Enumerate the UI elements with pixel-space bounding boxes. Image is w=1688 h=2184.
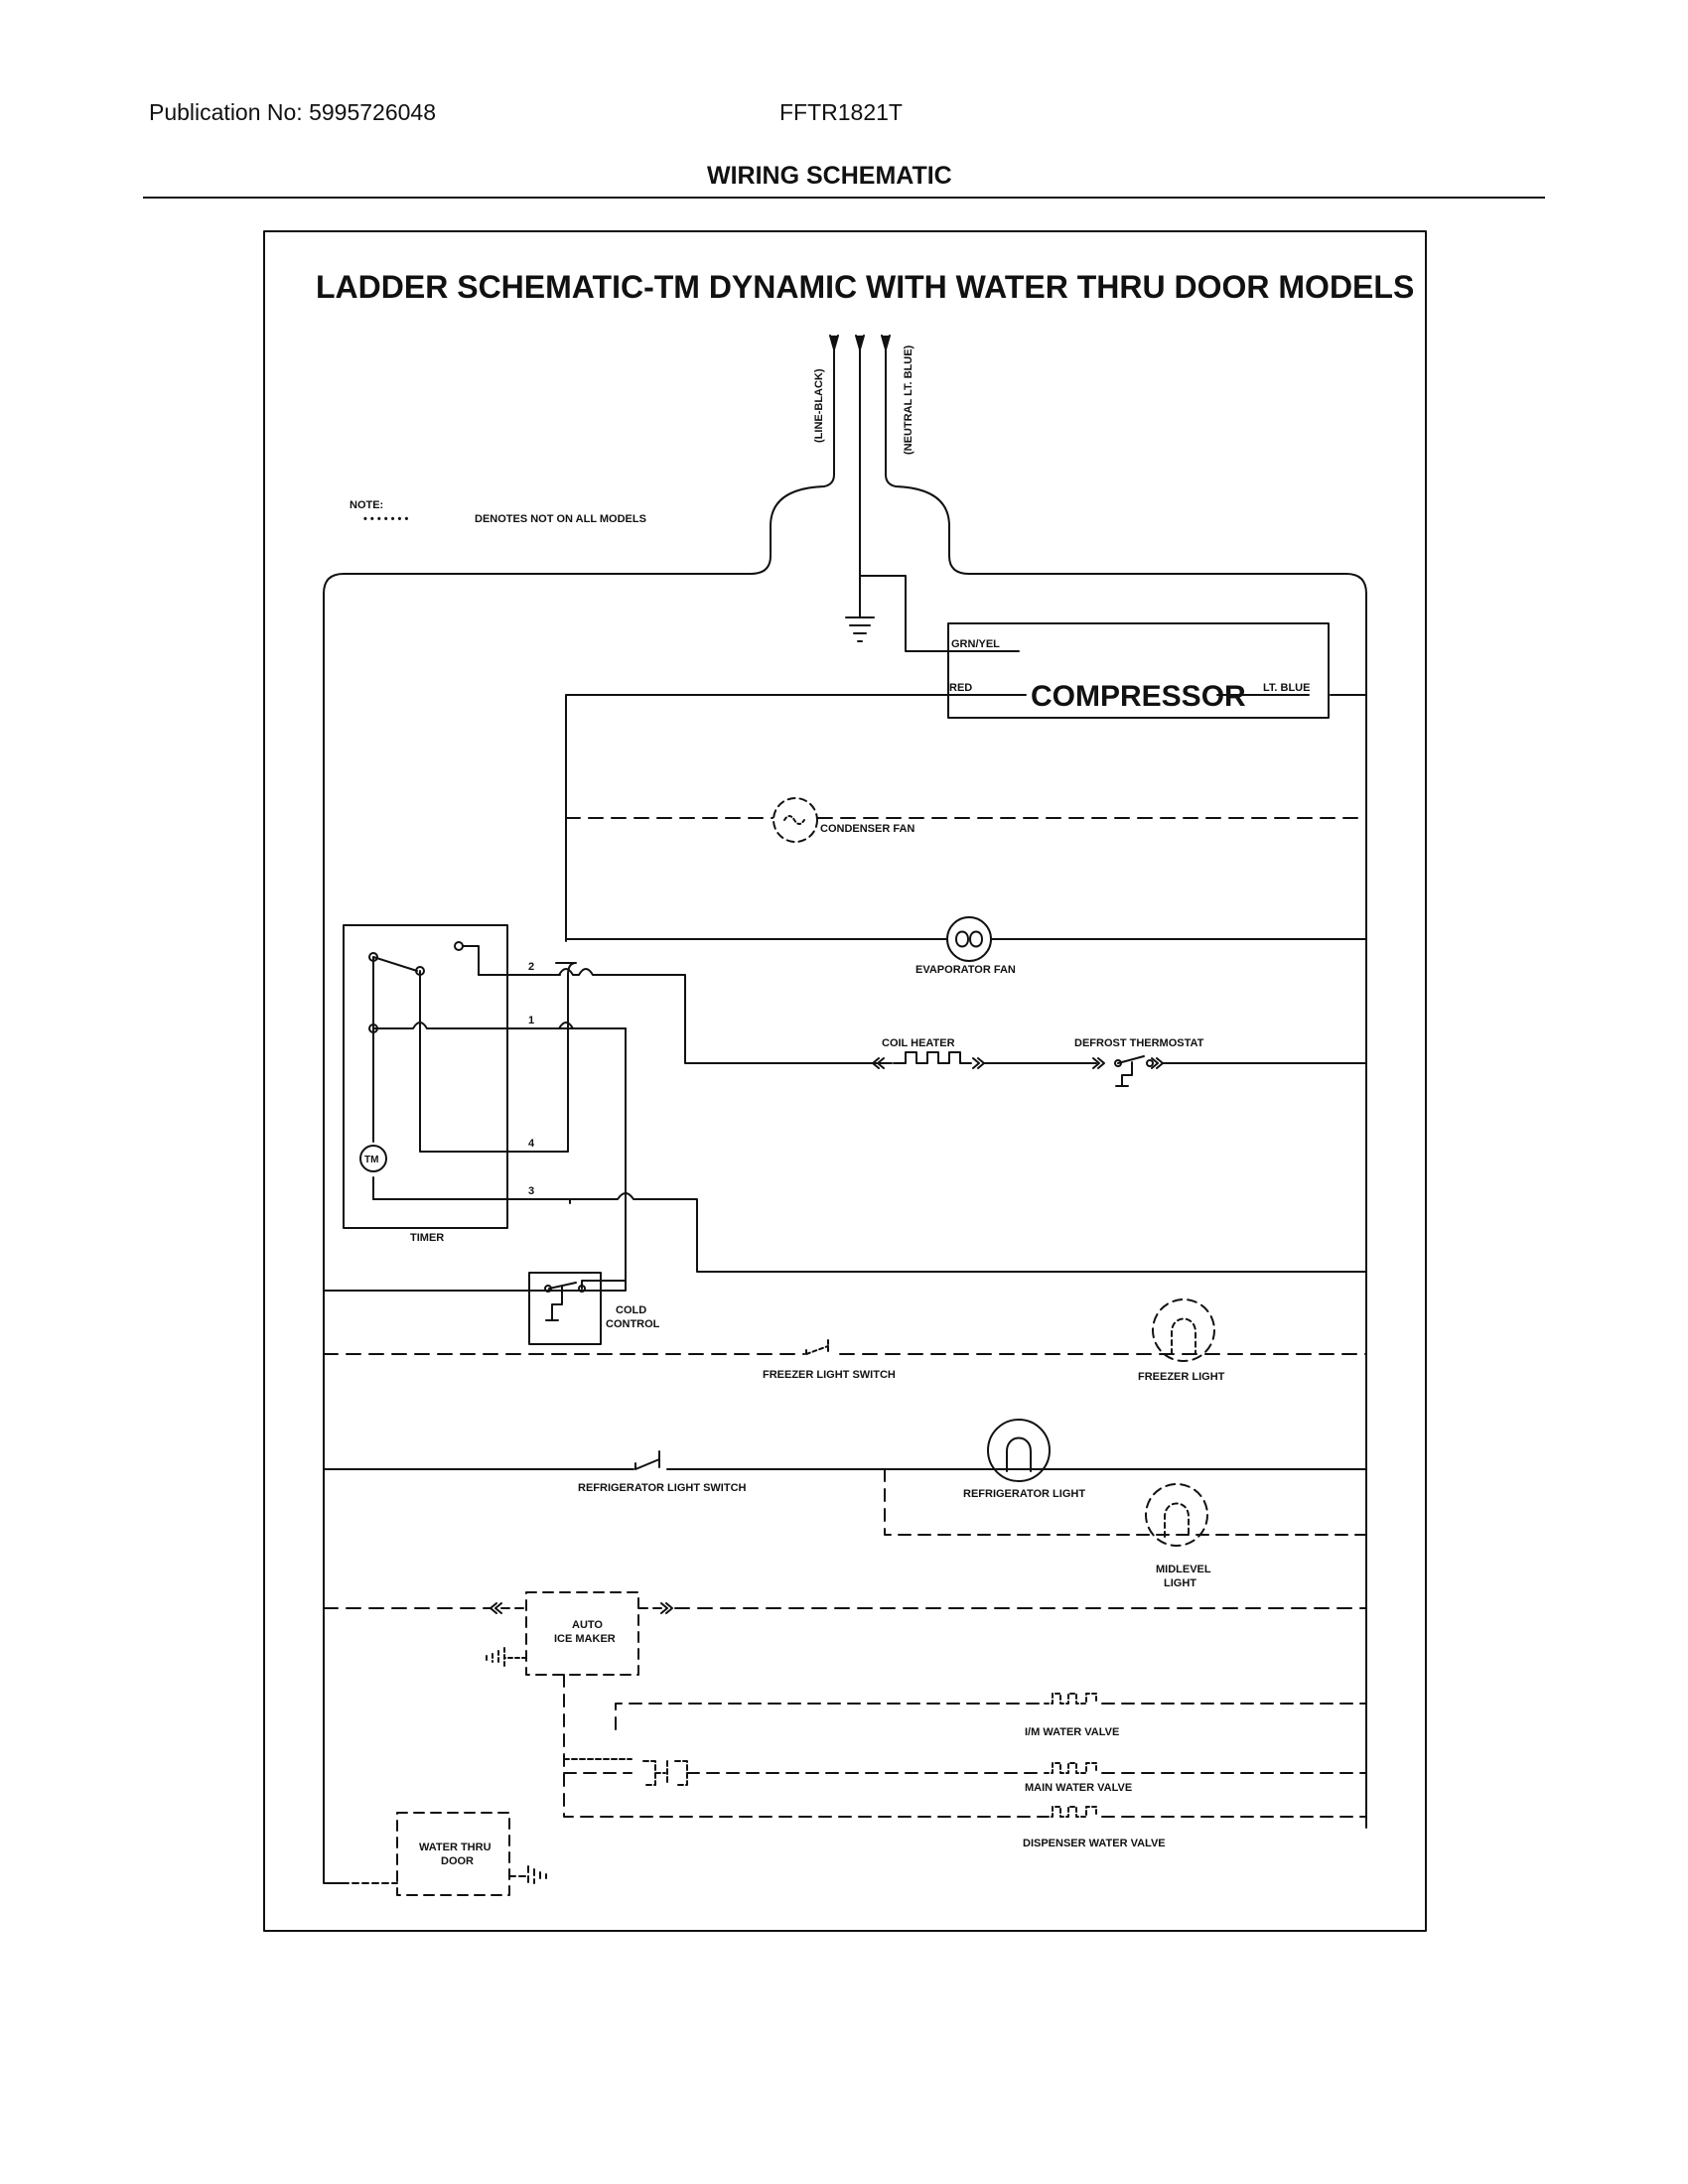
neutral-label: (NEUTRAL LT. BLUE) xyxy=(903,344,914,455)
red-label: RED xyxy=(949,682,972,694)
evaporator-fan-icon xyxy=(946,916,992,962)
cold-control-box xyxy=(528,1272,602,1345)
section-title: WIRING SCHEMATIC xyxy=(707,162,952,190)
timer-terminal-3: 3 xyxy=(528,1185,534,1197)
note-label: NOTE: xyxy=(350,499,383,511)
defrost-thermostat-icon xyxy=(1115,1055,1145,1087)
timer-terminal-2-wire xyxy=(478,968,883,1064)
im-water-valve-icon xyxy=(1044,1693,1097,1705)
defrost-thermostat-label: DEFROST THERMOSTAT xyxy=(1074,1037,1204,1049)
grn-yel-label: GRN/YEL xyxy=(951,638,1000,650)
condenser-fan-icon xyxy=(773,797,818,843)
compressor-box xyxy=(947,622,1330,719)
midlevel-light-icon xyxy=(1145,1483,1208,1547)
freezer-light-switch-icon xyxy=(805,1339,829,1355)
schematic-frame xyxy=(263,230,1427,1932)
timer-label: TIMER xyxy=(410,1232,444,1244)
water-thru-door-box xyxy=(396,1812,510,1896)
compressor-label: COMPRESSOR xyxy=(1031,680,1246,713)
timer-terminal-3-wire xyxy=(372,1192,1367,1273)
midlevel-light-wire xyxy=(884,1468,1367,1536)
dispenser-water-valve-icon xyxy=(1044,1806,1097,1818)
freezer-light-icon xyxy=(1152,1298,1215,1362)
timer-terminal-2: 2 xyxy=(528,961,534,973)
ice-maker-label-2: ICE MAKER xyxy=(554,1633,616,1645)
main-water-valve-label: MAIN WATER VALVE xyxy=(1025,1782,1132,1794)
freezer-light-label: FREEZER LIGHT xyxy=(1138,1371,1225,1383)
timer-motor-label: TM xyxy=(364,1155,378,1165)
im-water-valve-label: I/M WATER VALVE xyxy=(1025,1726,1119,1738)
main-water-valve-icon xyxy=(1044,1762,1097,1774)
refrigerator-light-label: REFRIGERATOR LIGHT xyxy=(963,1488,1085,1500)
timer-box xyxy=(343,924,508,1229)
timer-motor-icon xyxy=(359,1145,387,1172)
ice-maker-box xyxy=(525,1591,639,1676)
publication-number: Publication No: 5995726048 xyxy=(149,99,437,125)
line-label: (LINE-BLACK) xyxy=(813,368,825,443)
neutral-bus xyxy=(885,348,1367,1829)
refrigerator-light-icon xyxy=(987,1419,1051,1482)
condenser-fan-label: CONDENSER FAN xyxy=(820,823,914,835)
cold-control-label-1: COLD xyxy=(616,1304,646,1316)
note-dots: • • • • • • • xyxy=(363,513,408,525)
diagram-title: LADDER SCHEMATIC-TM DYNAMIC WITH WATER T… xyxy=(316,269,1414,305)
connector-icon xyxy=(563,1758,688,1786)
coil-heater-label: COIL HEATER xyxy=(882,1037,955,1049)
water-thru-door-label-1: WATER THRU xyxy=(419,1842,492,1853)
evaporator-fan-label: EVAPORATOR FAN xyxy=(915,964,1016,976)
cold-control-label-2: CONTROL xyxy=(606,1318,660,1330)
timer-terminal-1-wire xyxy=(372,1022,627,1292)
ground-icon xyxy=(845,607,875,642)
ice-maker-label-1: AUTO xyxy=(572,1619,603,1631)
dispenser-water-valve-label: DISPENSER WATER VALVE xyxy=(1023,1838,1166,1849)
ice-maker-ground-icon xyxy=(486,1647,527,1669)
midlevel-light-label-1: MIDLEVEL xyxy=(1156,1564,1211,1575)
refrigerator-light-switch-label: REFRIGERATOR LIGHT SWITCH xyxy=(578,1482,747,1494)
header-divider xyxy=(143,197,1545,199)
lt-blue-label: LT. BLUE xyxy=(1263,682,1310,694)
timer-terminal-4: 4 xyxy=(528,1138,535,1150)
coil-heater-icon xyxy=(893,1051,972,1064)
refrigerator-light-switch-icon xyxy=(634,1450,660,1470)
note-text: DENOTES NOT ON ALL MODELS xyxy=(475,513,646,525)
timer-terminal-1: 1 xyxy=(528,1015,534,1026)
freezer-light-switch-label: FREEZER LIGHT SWITCH xyxy=(763,1369,896,1381)
ground-wire xyxy=(859,348,1020,652)
line-bus xyxy=(323,348,835,1884)
im-water-valve-wire xyxy=(615,1703,1367,1814)
midlevel-light-label-2: LIGHT xyxy=(1164,1577,1196,1589)
water-thru-door-label-2: DOOR xyxy=(441,1855,474,1867)
model-number: FFTR1821T xyxy=(779,99,903,125)
